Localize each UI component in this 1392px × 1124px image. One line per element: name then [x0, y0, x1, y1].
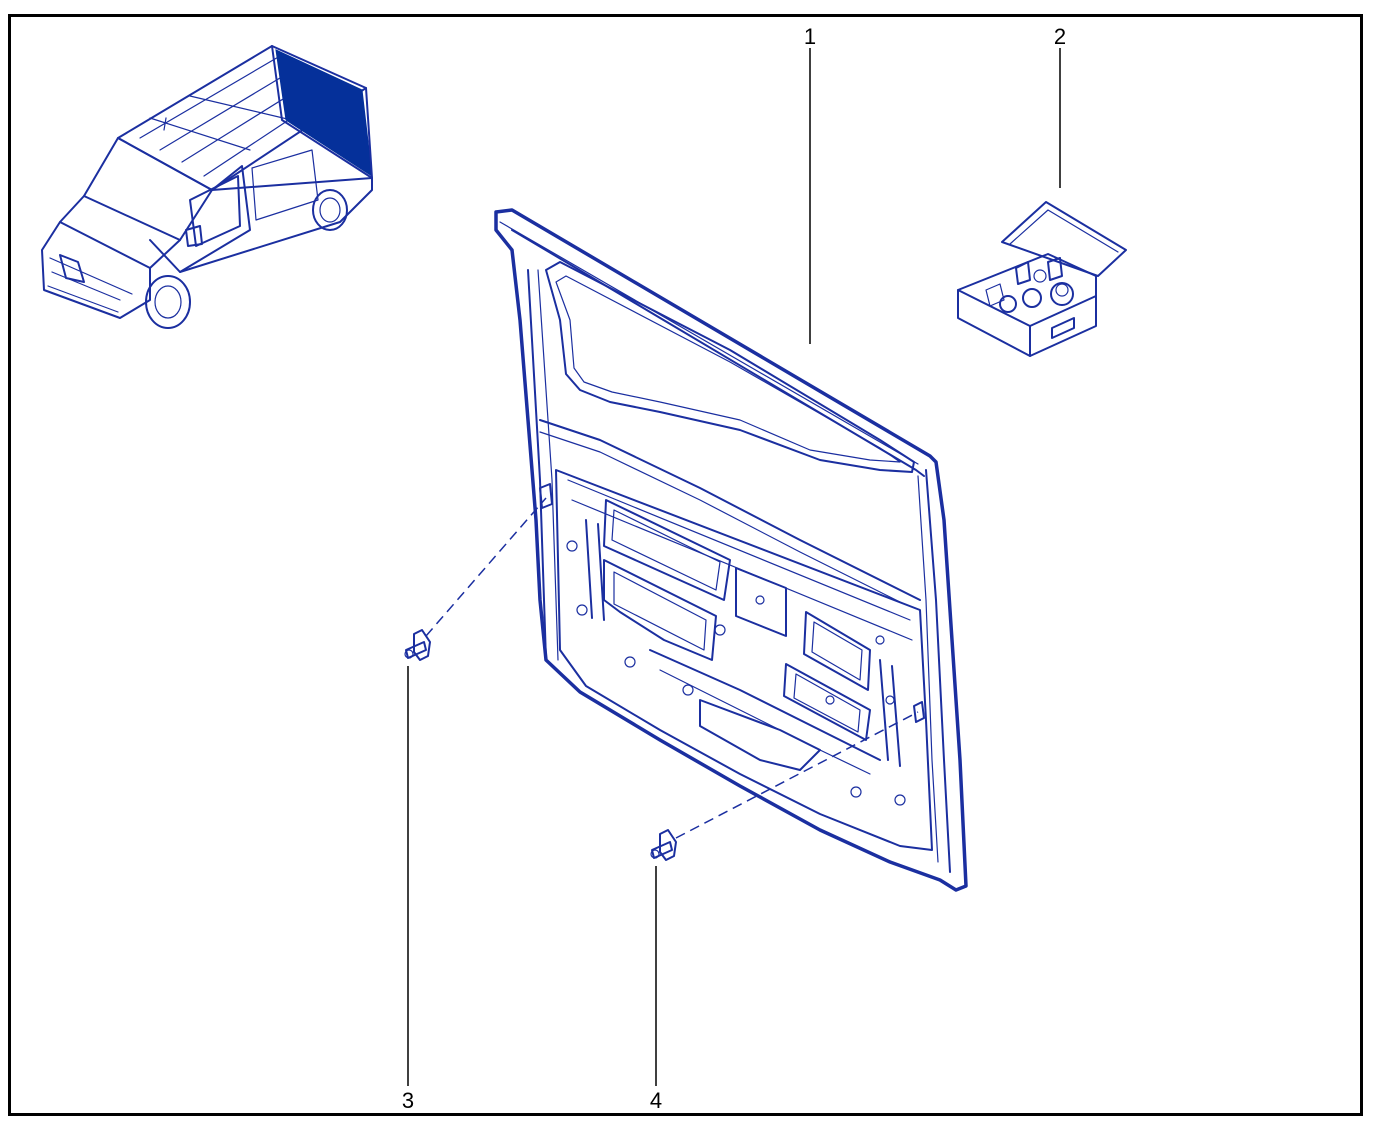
callout-label-1: 1	[804, 24, 816, 49]
callout-label-3: 3	[402, 1088, 414, 1113]
fixing-point-right	[913, 701, 925, 723]
assembly-line-left	[425, 497, 547, 637]
callout-label-4: 4	[650, 1088, 662, 1113]
callout-label-2: 2	[1054, 24, 1066, 49]
assembly-line-right	[675, 711, 919, 839]
clip-left[interactable]	[404, 629, 431, 661]
fixing-point-left	[539, 483, 553, 509]
rear-door-panel[interactable]	[494, 208, 968, 892]
diagram-frame	[8, 14, 1363, 1116]
fixing-kit-box[interactable]	[957, 201, 1127, 357]
clip-right[interactable]	[650, 829, 677, 861]
vehicle-thumbnail	[41, 45, 373, 329]
